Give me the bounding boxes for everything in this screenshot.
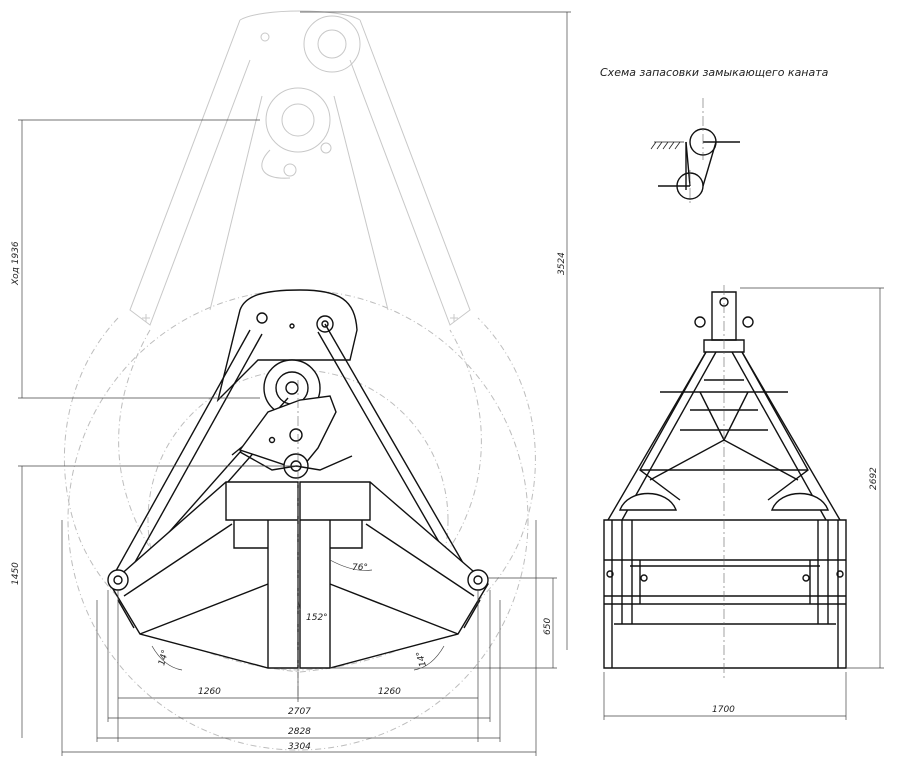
opening-angle-label: 152° bbox=[306, 613, 328, 623]
half-span-right-label: 1260 bbox=[378, 687, 401, 697]
reeving-scheme-title: Схема запасовки замыкающего каната bbox=[600, 66, 829, 79]
span-closed-label: 2707 bbox=[288, 707, 311, 717]
height-total-dimension-label: 3524 bbox=[557, 252, 567, 275]
right-tilt-label: 14° bbox=[415, 650, 429, 668]
reeving-scheme bbox=[650, 98, 740, 206]
span-mid-label: 2828 bbox=[288, 727, 311, 737]
half-span-left-label: 1260 bbox=[198, 687, 221, 697]
jaw-angle-label: 76° bbox=[352, 563, 368, 573]
stroke-dimension-label: Ход 1936 bbox=[11, 241, 21, 286]
left-tilt-label: 14° bbox=[157, 649, 171, 667]
closed-grab-front-view bbox=[107, 289, 489, 700]
height-bucket-dimension-label: 1450 bbox=[11, 562, 21, 585]
front-dimensions bbox=[18, 11, 571, 756]
side-height-label: 2692 bbox=[869, 467, 879, 490]
side-view bbox=[603, 285, 884, 720]
span-open-label: 3304 bbox=[288, 742, 311, 752]
side-width-label: 1700 bbox=[712, 705, 735, 715]
height-side-dimension-label: 650 bbox=[543, 618, 553, 635]
